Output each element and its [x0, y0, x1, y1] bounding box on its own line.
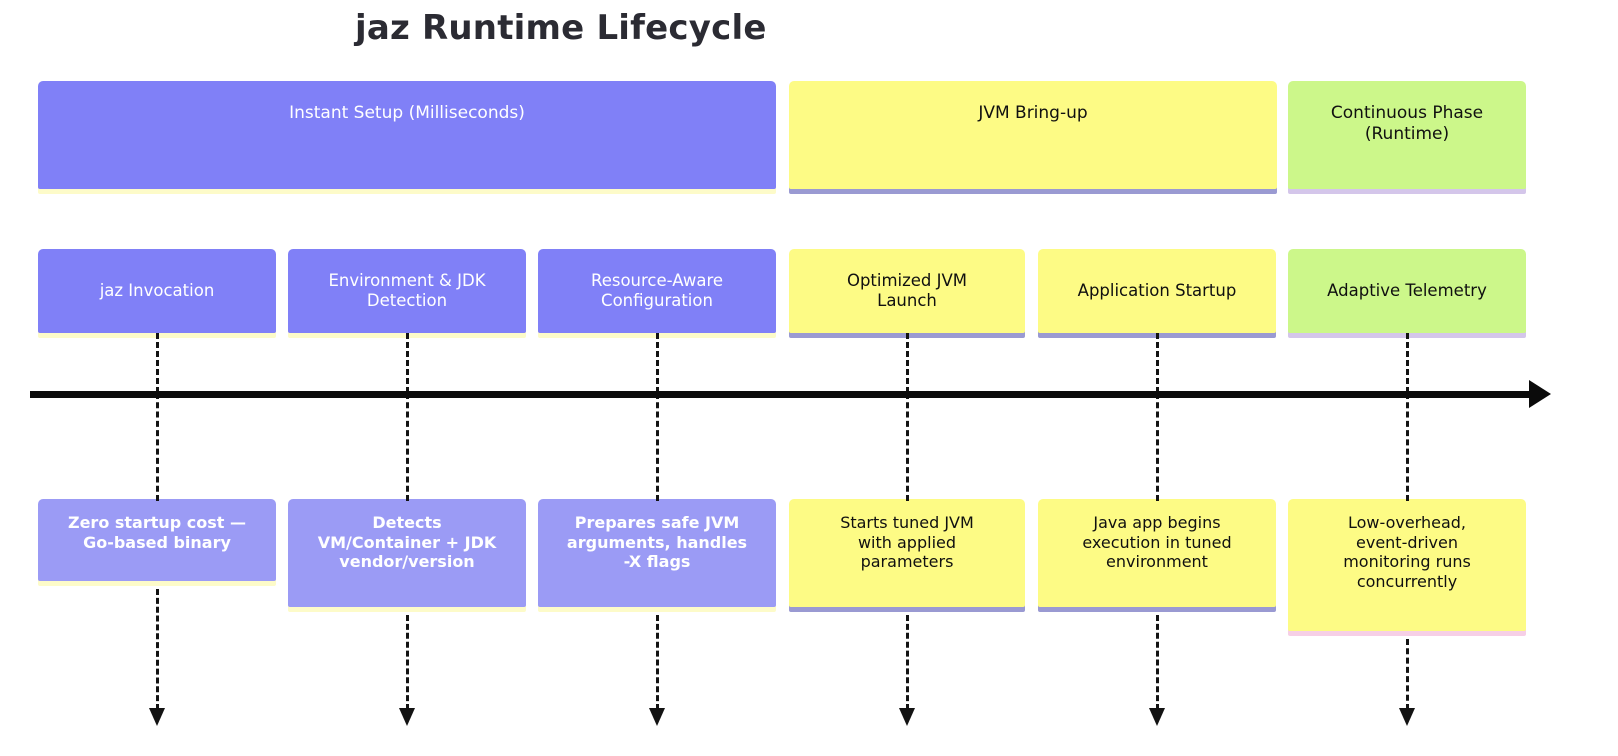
event-box-application-startup: Application Startup: [1038, 249, 1276, 333]
phase-band-label: JVM Bring-up: [978, 103, 1088, 123]
connector-line-tail-1: [156, 589, 159, 710]
connector-line-5-1: [1156, 333, 1159, 393]
page-title: jaz Runtime Lifecycle: [355, 8, 767, 48]
connector-arrow-icon-4: [899, 708, 915, 726]
phase-band-instant-setup-milliseconds: Instant Setup (Milliseconds): [38, 81, 776, 189]
description-box-label: Low-overhead, event-driven monitoring ru…: [1343, 513, 1471, 591]
event-box-label: jaz Invocation: [99, 280, 215, 300]
connector-line-3-2: [656, 393, 659, 501]
connector-line-1-2: [156, 393, 159, 501]
description-box-label: Zero startup cost — Go-based binary: [67, 513, 247, 552]
connector-line-6-2: [1406, 393, 1409, 501]
description-box-detects-vm-container-jdk-vendor-version: Detects VM/Container + JDK vendor/versio…: [288, 499, 526, 607]
connector-line-5-2: [1156, 393, 1159, 501]
description-box-label: Java app begins execution in tuned envir…: [1082, 513, 1232, 572]
description-box-prepares-safe-jvm-arguments-handles-x-flags: Prepares safe JVM arguments, handles -X …: [538, 499, 776, 607]
description-box-starts-tuned-jvm-with-applied-parameters: Starts tuned JVM with applied parameters: [789, 499, 1025, 607]
connector-line-tail-3: [656, 615, 659, 710]
timeline-axis-arrow-icon: [1529, 380, 1551, 408]
description-box-java-app-begins-execution-in-tuned-environme: Java app begins execution in tuned envir…: [1038, 499, 1276, 607]
connector-line-tail-6: [1406, 639, 1409, 710]
phase-band-label: Continuous Phase (Runtime): [1330, 103, 1484, 144]
connector-line-2-2: [406, 393, 409, 501]
event-box-label: Optimized JVM Launch: [846, 270, 968, 310]
description-box-label: Detects VM/Container + JDK vendor/versio…: [317, 513, 497, 572]
connector-line-1-1: [156, 333, 159, 393]
connector-line-tail-4: [906, 615, 909, 710]
connector-arrow-icon-6: [1399, 708, 1415, 726]
connector-line-3-1: [656, 333, 659, 393]
event-box-label: Application Startup: [1077, 280, 1237, 300]
connector-line-6-1: [1406, 333, 1409, 393]
phase-band-continuous-phase-runtime: Continuous Phase (Runtime): [1288, 81, 1526, 189]
event-box-jaz-invocation: jaz Invocation: [38, 249, 276, 333]
connector-line-4-2: [906, 393, 909, 501]
phase-band-label: Instant Setup (Milliseconds): [289, 103, 525, 123]
connector-line-tail-5: [1156, 615, 1159, 710]
connector-line-4-1: [906, 333, 909, 393]
event-box-label: Resource-Aware Configuration: [590, 270, 724, 310]
description-box-label: Starts tuned JVM with applied parameters: [840, 513, 974, 572]
description-box-label: Prepares safe JVM arguments, handles -X …: [566, 513, 748, 572]
description-box-zero-startup-cost-go-based-binary: Zero startup cost — Go-based binary: [38, 499, 276, 581]
connector-line-2-1: [406, 333, 409, 393]
phase-band-jvm-bring-up: JVM Bring-up: [789, 81, 1277, 189]
event-box-environment-jdk-detection: Environment & JDK Detection: [288, 249, 526, 333]
connector-arrow-icon-2: [399, 708, 415, 726]
connector-arrow-icon-3: [649, 708, 665, 726]
connector-arrow-icon-1: [149, 708, 165, 726]
event-box-label: Environment & JDK Detection: [328, 270, 486, 310]
description-box-low-overhead-event-driven-monitoring-runs-co: Low-overhead, event-driven monitoring ru…: [1288, 499, 1526, 631]
event-box-optimized-jvm-launch: Optimized JVM Launch: [789, 249, 1025, 333]
event-box-adaptive-telemetry: Adaptive Telemetry: [1288, 249, 1526, 333]
event-box-resource-aware-configuration: Resource-Aware Configuration: [538, 249, 776, 333]
connector-arrow-icon-5: [1149, 708, 1165, 726]
connector-line-tail-2: [406, 615, 409, 710]
timeline-axis-line: [30, 391, 1542, 398]
event-box-label: Adaptive Telemetry: [1327, 280, 1487, 300]
